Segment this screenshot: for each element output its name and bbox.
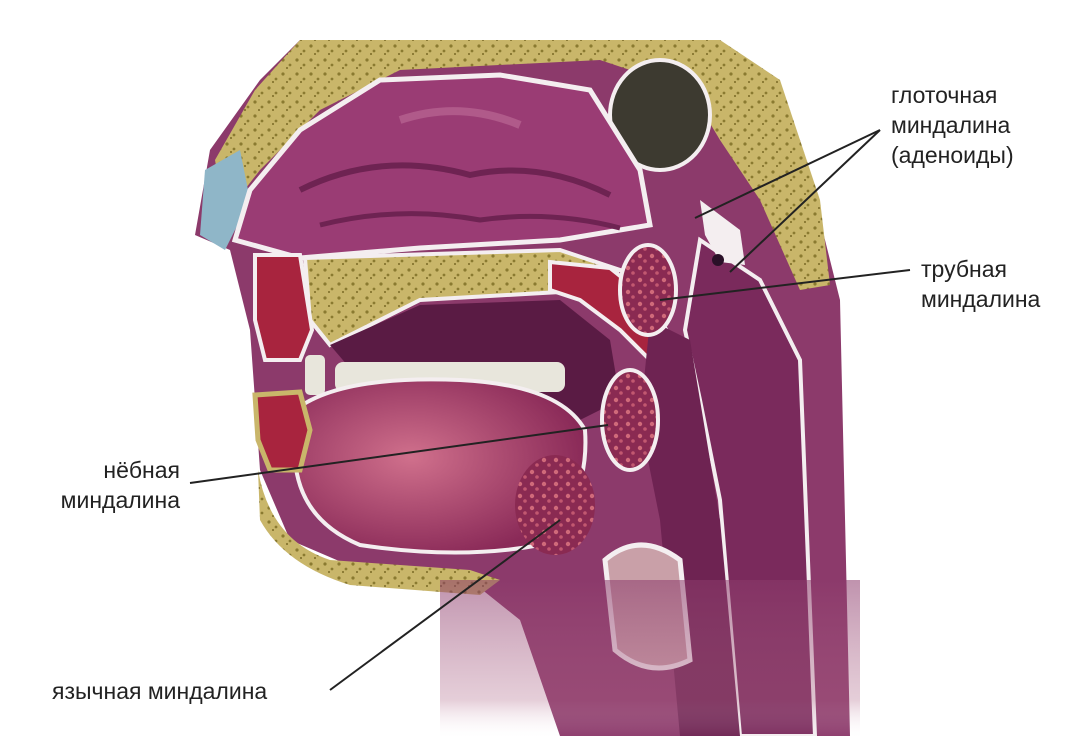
label-line: глоточная [891,80,1014,110]
upper-lip [255,255,312,360]
label-line: нёбная [52,455,180,485]
label-line: миндалина [921,284,1040,314]
palatine-tonsil [602,370,658,470]
neck-fade [440,580,860,736]
label-line: язычная миндалина [52,676,267,706]
label-line: (аденоиды) [891,140,1014,170]
label-line: миндалина [891,110,1014,140]
label-tubal-tonsil: трубная миндалина [921,254,1040,314]
lower-lip [255,392,310,470]
label-lingual-tonsil: язычная миндалина [52,676,267,706]
adenoid-dot [712,254,724,266]
label-pharyngeal-tonsil: глоточная миндалина (аденоиды) [891,80,1014,170]
label-palatine-tonsil: нёбная миндалина [52,455,180,515]
lingual-tonsil [515,455,595,555]
label-line: миндалина [52,485,180,515]
tubal-tonsil [620,245,676,335]
lower-incisor [305,355,325,395]
label-line: трубная [921,254,1040,284]
